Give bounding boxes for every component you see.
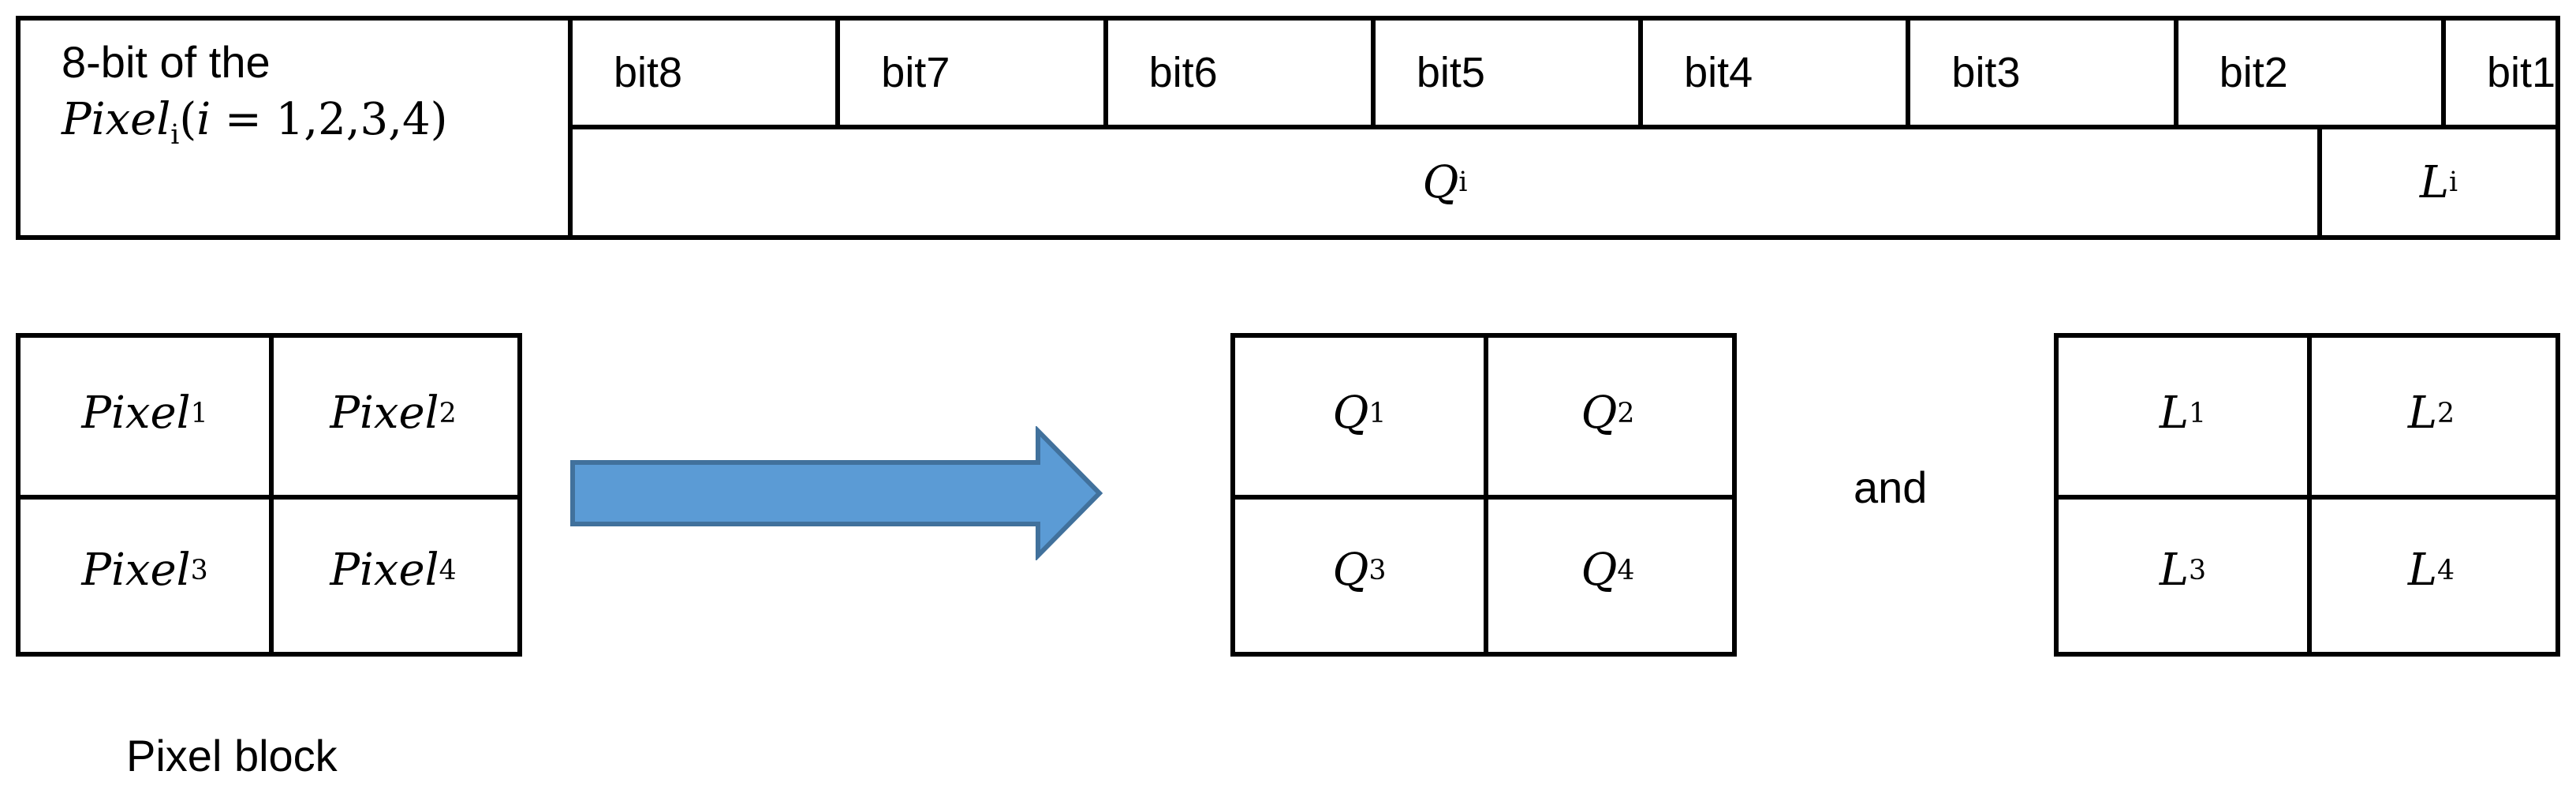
bit-table-label-line2: Pixeli(i = 1,2,3,4) <box>62 88 568 152</box>
q-1-base: Q <box>1332 387 1369 439</box>
pixel-3-base: Pixel <box>81 545 191 596</box>
pixel-block-caption: Pixel block <box>126 731 338 780</box>
bit-table-label-line1: 8-bit of the <box>62 37 271 87</box>
label-i: i <box>196 94 211 145</box>
l-segment-letter: L <box>2419 156 2450 208</box>
l-2-base: L <box>2407 387 2438 439</box>
q-2-base: Q <box>1581 387 1618 439</box>
q-segment-letter: Q <box>1422 156 1459 208</box>
label-pixel-sub: i <box>170 119 180 152</box>
right-arrow-icon <box>570 426 1103 560</box>
label-pixel: Pixel <box>62 94 171 145</box>
bit-table: 8-bit of the Pixeli(i = 1,2,3,4) bit8 bi… <box>16 16 2560 240</box>
label-eq: = 1,2,3,4) <box>211 94 448 145</box>
l-3-base: L <box>2159 545 2190 596</box>
bit8-cell: bit8 <box>573 21 841 125</box>
bit4-cell: bit4 <box>1643 21 1911 125</box>
l-1-base: L <box>2159 387 2190 439</box>
label-paren-open: ( <box>179 94 197 145</box>
bit-header-row: bit8 bit7 bit6 bit5 bit4 bit3 bit2 bit1 <box>573 21 2555 129</box>
bit7-cell: bit7 <box>840 21 1108 125</box>
bit-table-label: 8-bit of the Pixeli(i = 1,2,3,4) <box>21 21 573 235</box>
bit1-cell: bit1 <box>2486 49 2556 96</box>
bit6-cell: bit6 <box>1108 21 1376 125</box>
q-3-base: Q <box>1332 545 1369 596</box>
l-4-base: L <box>2407 545 2438 596</box>
pixel-4-base: Pixel <box>330 545 439 596</box>
right-arrow-shape <box>570 426 1103 560</box>
q-4-base: Q <box>1581 545 1618 596</box>
pixel-1-base: Pixel <box>81 387 191 439</box>
bit2-cell: bit2 <box>2178 21 2446 125</box>
bit5-cell: bit5 <box>1376 21 1644 125</box>
and-connector: and <box>1854 462 1928 512</box>
pixel-2-base: Pixel <box>330 387 439 439</box>
bit3-cell: bit3 <box>1910 21 2178 125</box>
